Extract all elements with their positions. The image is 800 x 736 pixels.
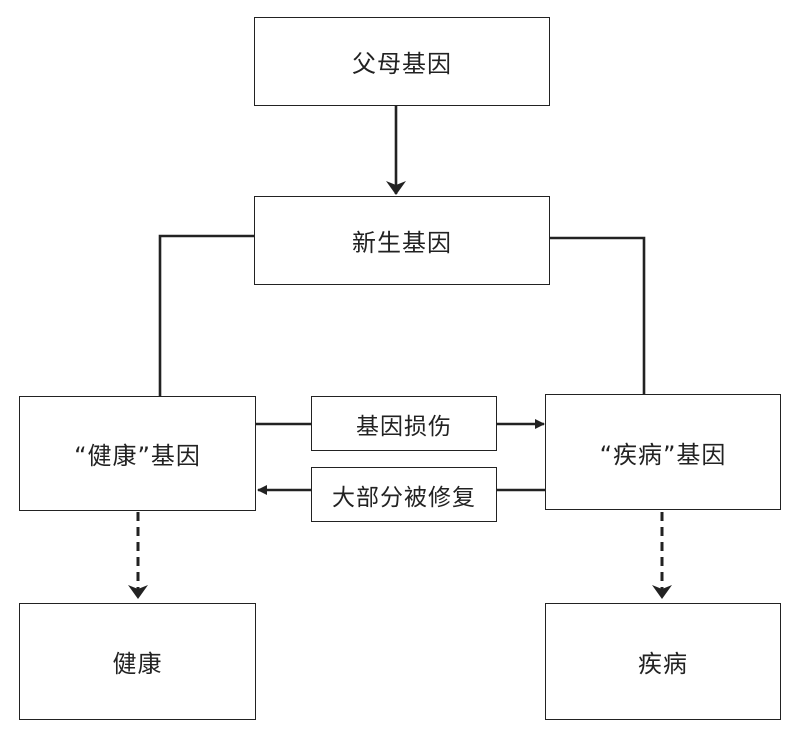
node-healthy-genes: “健康”基因	[19, 396, 256, 511]
node-new-genes: 新生基因	[254, 196, 550, 285]
node-healthy: 健康	[19, 603, 256, 720]
edge-label-mostly-repaired: 大部分被修复	[311, 467, 497, 522]
edge-label-gene-damage: 基因损伤	[311, 396, 497, 451]
node-parent-genes: 父母基因	[254, 17, 550, 106]
node-disease-genes: “疾病”基因	[545, 394, 781, 510]
node-disease: 疾病	[545, 603, 781, 720]
connector-new-to-healthy	[158, 234, 254, 396]
connector-new-to-disease	[550, 236, 646, 396]
